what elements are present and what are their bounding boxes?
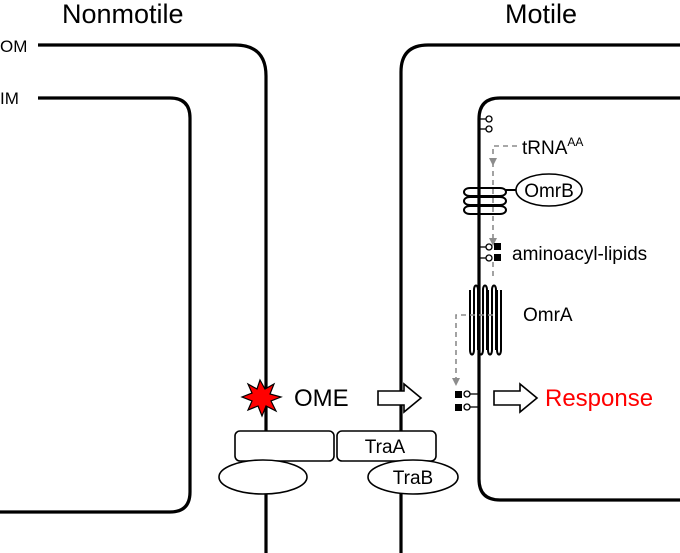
nonmotile-title: Nonmotile <box>62 0 184 29</box>
trab-ellipse <box>367 459 459 495</box>
omrb-protein <box>515 173 583 207</box>
ome-label: OME <box>294 385 349 412</box>
trna-dashed-arrow <box>489 145 517 166</box>
trna-label: tRNAAA <box>522 135 583 159</box>
left-outer-membrane <box>38 43 268 553</box>
right-outer-membrane <box>399 43 680 553</box>
motile-title: Motile <box>505 0 577 29</box>
omra-coil-icon <box>469 284 502 356</box>
nonmotile-cell: OM IM <box>0 37 268 553</box>
left-inner-membrane <box>0 96 192 514</box>
traa-box <box>336 430 437 462</box>
omra-label: OmrA <box>523 305 573 326</box>
omra-dashed-arrow <box>456 262 494 382</box>
left-traa-box <box>234 430 335 462</box>
response-label: Response <box>545 385 653 412</box>
trna-superscript: AA <box>567 135 583 149</box>
right-inner-membrane <box>477 96 680 502</box>
response-lipid-icon <box>455 390 479 411</box>
omrb-label: OmrB <box>524 181 574 202</box>
hollow-arrow-icon <box>377 382 423 414</box>
om-label: OM <box>0 37 27 56</box>
left-trab-ellipse <box>218 459 308 495</box>
trab-label: TraB <box>393 468 433 489</box>
im-label: IM <box>0 89 19 108</box>
aminoacyl-lipids-label: aminoacyl-lipids <box>512 244 647 265</box>
lipid-lollipop-top-icon <box>479 115 493 133</box>
trna-text: tRNA <box>522 138 568 159</box>
svg-text:tRNAAA: tRNAAA <box>522 135 583 159</box>
hollow-arrow-icon-response <box>493 382 539 414</box>
red-starburst-icon <box>240 378 283 418</box>
traa-label: TraA <box>365 437 406 458</box>
omrb-coil-icon <box>463 187 517 215</box>
aminoacyl-lipid-icon <box>479 243 501 262</box>
